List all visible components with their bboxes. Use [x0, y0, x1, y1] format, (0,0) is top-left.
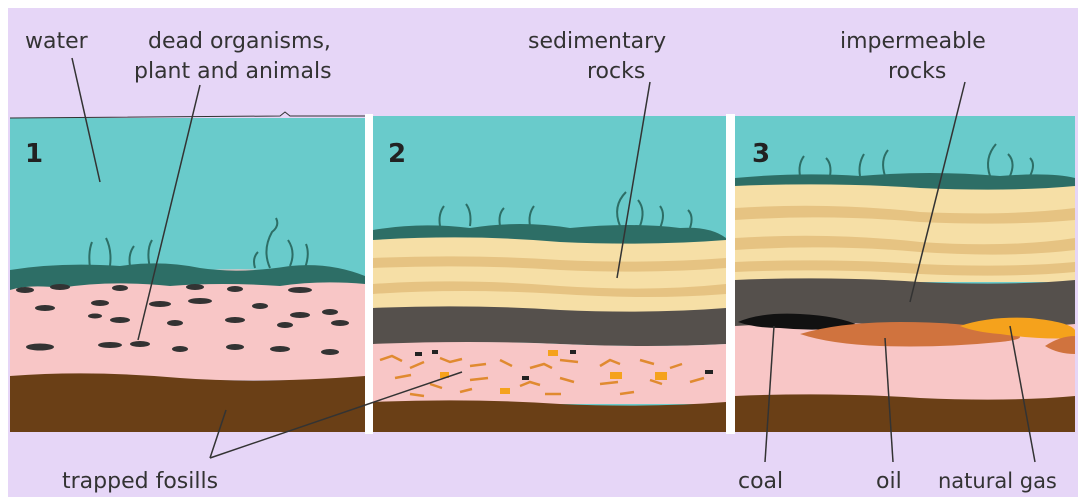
label-water: water [25, 29, 89, 54]
panel-2-sedimentary-rock [373, 237, 726, 312]
label-dead-organisms-2: plant and animals [134, 59, 332, 84]
panel-3-number: 3 [752, 139, 770, 169]
panel-2-bedrock [373, 400, 726, 432]
panel-3: 3 [735, 116, 1075, 432]
label-oil: oil [876, 469, 902, 494]
panel-1-number: 1 [25, 139, 43, 169]
label-coal: coal [738, 469, 783, 494]
panel-2-number: 2 [388, 139, 406, 169]
panel-separator-2 [726, 114, 735, 434]
label-impermeable-1: impermeable [840, 29, 986, 54]
panel-2-compressed-layer [373, 306, 726, 346]
label-dead-organisms-1: dead organisms, [148, 29, 331, 54]
label-sedimentary-2: rocks [587, 59, 645, 84]
panel-separator-1 [365, 114, 373, 434]
label-sedimentary-1: sedimentary [528, 29, 666, 54]
label-trapped-fossils: trapped fosills [62, 469, 218, 494]
label-natural-gas: natural gas [938, 469, 1057, 493]
label-impermeable-2: rocks [888, 59, 946, 84]
panel-1: 1 [10, 118, 365, 432]
